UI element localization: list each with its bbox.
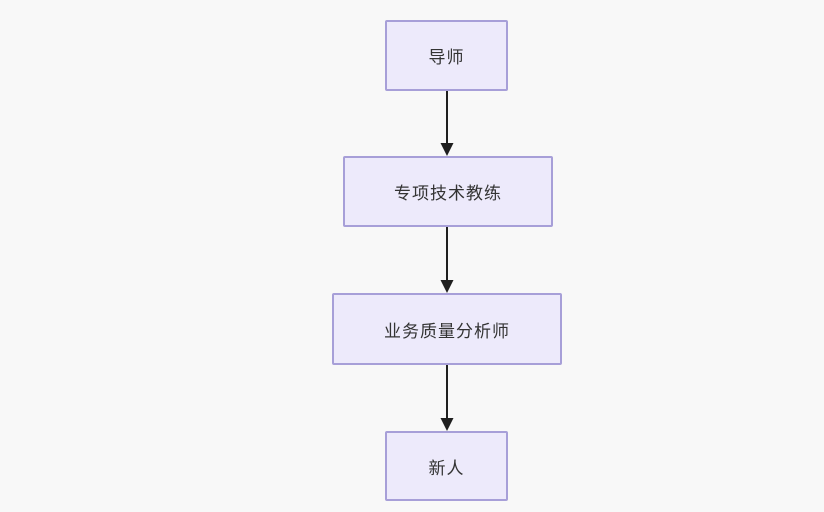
node-label-newcomer: 新人 — [428, 458, 465, 479]
arrow-head-icon — [440, 418, 454, 431]
arrow-head-icon — [440, 143, 454, 156]
flowchart-node-tech-coach: 专项技术教练 — [343, 156, 553, 227]
arrow-connector-3 — [440, 365, 454, 431]
arrow-connector-1 — [440, 91, 454, 156]
arrow-head-icon — [440, 280, 454, 293]
node-label-mentor: 导师 — [428, 48, 465, 68]
flowchart-node-newcomer: 新人 — [385, 431, 508, 501]
node-label-tech-coach: 专项技术教练 — [394, 184, 502, 204]
flowchart-node-quality-analyst: 业务质量分析师 — [332, 293, 562, 365]
flowchart-node-mentor: 导师 — [385, 20, 508, 91]
node-label-quality-analyst: 业务质量分析师 — [384, 321, 510, 342]
arrow-connector-2 — [440, 227, 454, 293]
